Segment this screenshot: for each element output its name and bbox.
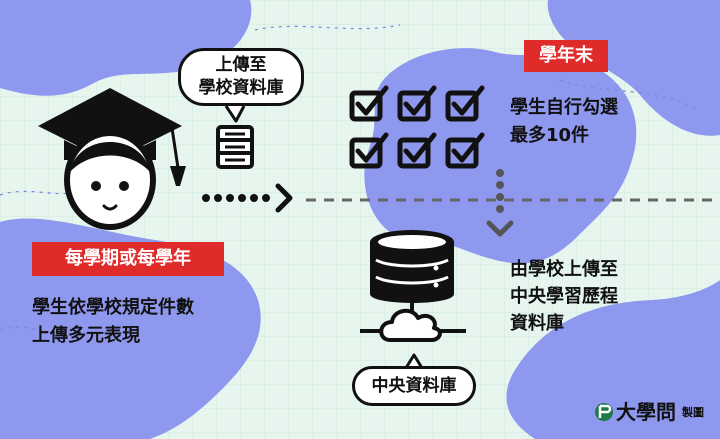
brand-suffix: 製圖 <box>682 406 704 419</box>
select-line2: 最多10件 <box>510 125 590 146</box>
server-icon <box>216 125 254 169</box>
student-upload-line1: 學生依學校規定件數 <box>32 297 194 318</box>
checkbox-icon <box>397 85 437 122</box>
student-upload-line2: 上傳多元表現 <box>32 325 140 346</box>
graduate-head-icon <box>38 88 186 230</box>
dotted-arrow-down-icon <box>486 169 514 237</box>
dotted-arrow-right-icon <box>202 183 293 213</box>
central-upload-line1: 由學校上傳至 <box>510 259 618 280</box>
central-upload-text: 由學校上傳至 中央學習歷程 資料庫 <box>510 256 618 337</box>
upload-bubble-line2: 學校資料庫 <box>198 78 284 98</box>
checkbox-icon <box>349 132 389 169</box>
checkbox-icon <box>445 132 485 169</box>
central-database-bubble: 中央資料庫 <box>352 366 476 406</box>
blob-top-right <box>547 0 720 136</box>
student-upload-text: 學生依學校規定件數 上傳多元表現 <box>32 294 194 350</box>
select-items-text: 學生自行勾選 最多10件 <box>510 94 618 150</box>
database-cloud-icon <box>360 230 466 342</box>
blob-bottom-right <box>506 280 720 439</box>
checkbox-icon <box>349 85 389 122</box>
select-line1: 學生自行勾選 <box>510 97 618 118</box>
brand-name: 大學問 <box>616 400 676 424</box>
checkbox-icon <box>445 85 485 122</box>
checkbox-icon <box>397 132 437 169</box>
bubble-tail-central <box>404 353 424 369</box>
year-end-tag: 學年末 <box>524 40 608 72</box>
upload-bubble-line1: 上傳至 <box>215 55 267 75</box>
blob-center <box>364 48 637 264</box>
central-upload-line3: 資料庫 <box>510 313 564 334</box>
central-upload-line2: 中央學習歷程 <box>510 286 618 307</box>
brand-logo-icon <box>595 403 613 421</box>
blob-top-left <box>0 0 252 96</box>
upload-to-school-bubble: 上傳至 學校資料庫 <box>178 48 304 106</box>
bubble-tail-upload <box>224 105 246 123</box>
semester-tag: 每學期或每學年 <box>32 242 224 276</box>
checkbox-grid-icon <box>349 85 485 169</box>
